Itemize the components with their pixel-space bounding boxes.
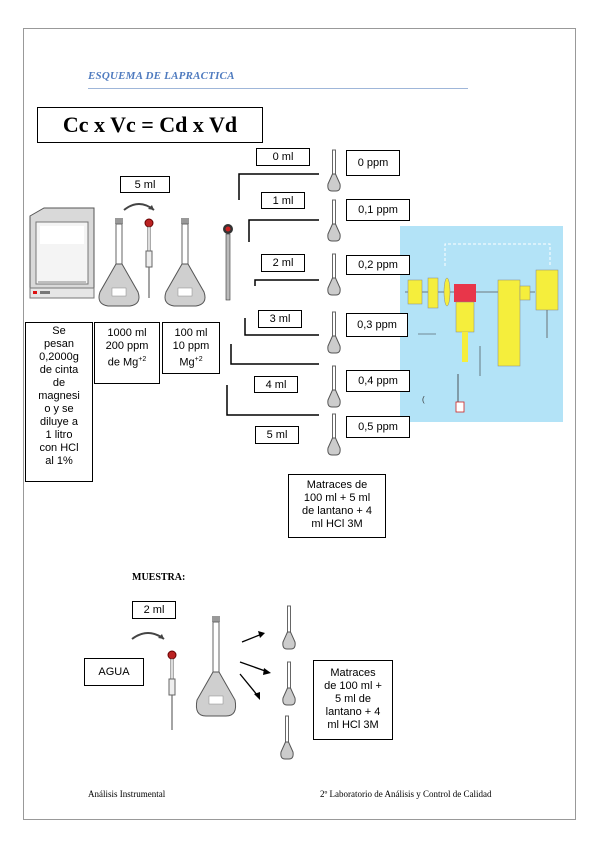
standard-flask-icon xyxy=(327,365,341,408)
sample-flask-note: Matraces de 100 ml + 5 ml de lantano + 4… xyxy=(313,660,393,740)
volumetric-flask-1000ml-icon xyxy=(98,218,140,307)
aas-instrument-diagram xyxy=(400,226,563,422)
weighing-note: Se pesan 0,2000g de cinta de magnesi o y… xyxy=(25,322,93,482)
volumetric-flask-100ml-icon xyxy=(164,218,206,307)
aliquot-label: 3 ml xyxy=(258,310,302,328)
aliquot-label: 5 ml xyxy=(255,426,299,444)
aliquot-label: 2 ml xyxy=(261,254,305,272)
standard-concentration-label: 0,1 ppm xyxy=(346,199,410,221)
aas-instrument-schematic: ( xyxy=(405,243,559,413)
footer-right: 2º Laboratorio de Análisis y Control de … xyxy=(320,789,492,799)
standard-concentration-label: 0,5 ppm xyxy=(346,416,410,438)
svg-text:(: ( xyxy=(422,395,425,404)
standard-concentration-label: 0,2 ppm xyxy=(346,255,410,275)
transfer-volume-label: 5 ml xyxy=(120,176,170,193)
curved-arrow-icon xyxy=(131,632,165,640)
standard-concentration-label: 0,3 ppm xyxy=(346,313,408,337)
pipette-icon xyxy=(167,650,177,730)
sample-flask-icon xyxy=(282,605,296,650)
balance-icon xyxy=(29,207,95,299)
working-solution-label: 100 ml 10 ppm Mg+2 xyxy=(162,322,220,374)
standard-flask-icon xyxy=(327,199,341,242)
aliquot-label: 1 ml xyxy=(261,192,305,209)
sample-transfer-volume-label: 2 ml xyxy=(132,601,176,619)
distribution-arrows xyxy=(239,631,271,700)
standard-flask-icon xyxy=(327,253,341,296)
standard-flask-icon xyxy=(327,311,341,354)
sample-flask-icon xyxy=(282,661,296,706)
sample-flask-icon xyxy=(280,715,294,760)
title-rule xyxy=(88,88,468,89)
aliquot-label: 0 ml xyxy=(256,148,310,166)
aliquot-connectors xyxy=(226,173,319,416)
standard-flask-icon xyxy=(327,149,341,192)
standard-flask-icon xyxy=(327,413,341,456)
footer-left: Análisis Instrumental xyxy=(88,789,166,799)
sample-volumetric-flask-icon xyxy=(195,616,237,717)
stock-solution-label: 1000 ml 200 ppm de Mg+2 xyxy=(94,322,160,384)
standard-concentration-label: 0 ppm xyxy=(346,150,400,176)
curved-arrow-icon xyxy=(123,203,155,211)
section-title: ESQUEMA DE LAPRACTICA xyxy=(88,70,235,82)
burette-icon xyxy=(223,224,233,301)
water-label: AGUA xyxy=(84,658,144,686)
standard-concentration-label: 0,4 ppm xyxy=(346,370,410,392)
page-frame xyxy=(23,28,576,820)
pipette-icon xyxy=(144,218,154,298)
calibration-flask-note: Matraces de 100 ml + 5 ml de lantano + 4… xyxy=(288,474,386,538)
formula-box: Cc x Vc = Cd x Vd xyxy=(37,107,263,143)
aliquot-label: 4 ml xyxy=(254,376,298,393)
sample-section-title: MUESTRA: xyxy=(132,572,186,583)
